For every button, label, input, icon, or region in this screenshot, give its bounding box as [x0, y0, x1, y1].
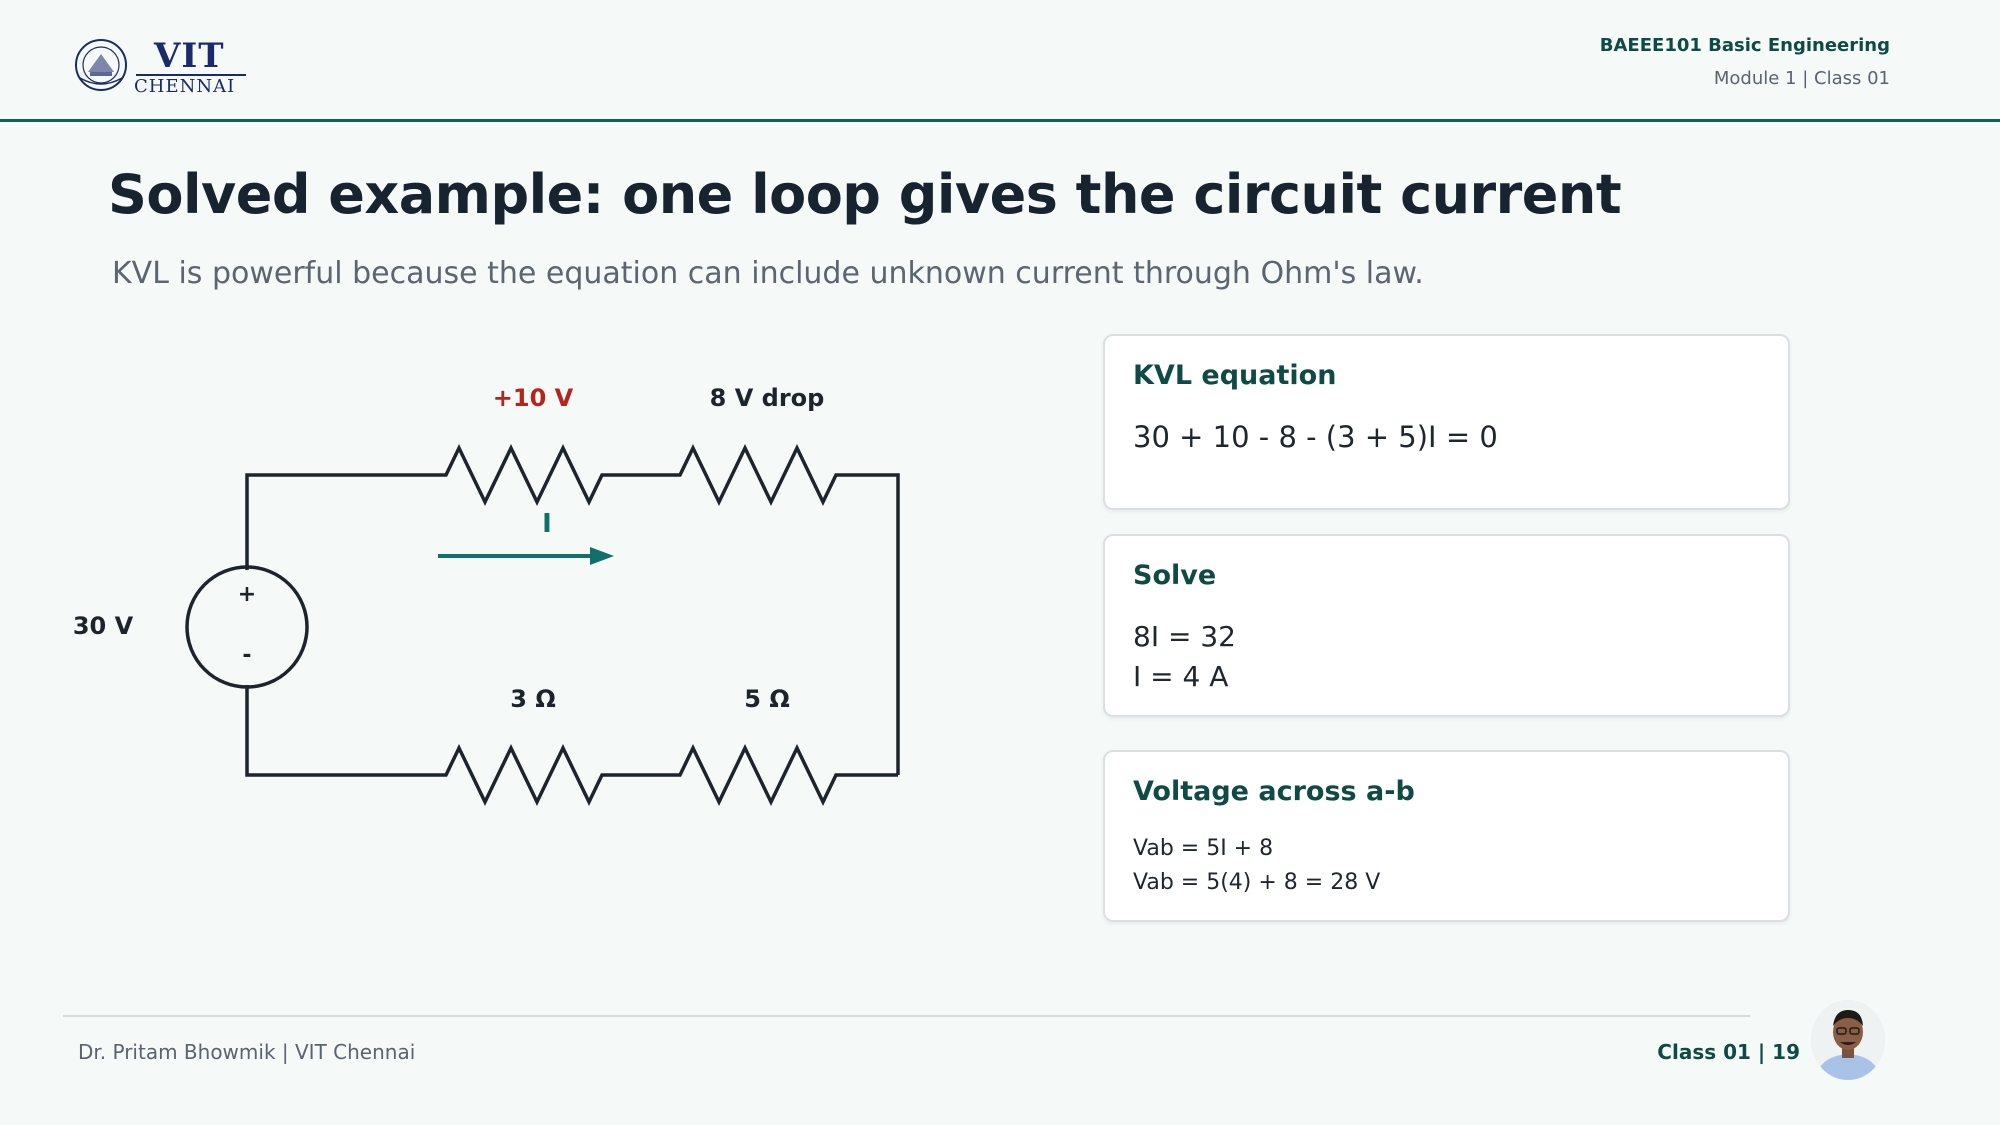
card-title: KVL equation	[1133, 360, 1337, 391]
voltage-source	[185, 565, 309, 689]
slide-subtitle: KVL is powerful because the equation can…	[112, 256, 1424, 291]
header-divider	[0, 119, 2000, 122]
bottom-right-resistor-label: 5 Ω	[744, 685, 789, 713]
vit-chennai-logo: VIT CHENNAI	[74, 36, 254, 97]
current-label: I	[542, 509, 552, 539]
card-line: 30 + 10 - 8 - (3 + 5)I = 0	[1133, 420, 1498, 454]
logo-divider	[136, 74, 246, 76]
card-line: I = 4 A	[1133, 660, 1229, 693]
course-code: BAEEE101 Basic Engineering	[1599, 35, 1890, 56]
circuit-diagram: + - 30 V +10 V 8 V drop I 3 Ω 5 Ω	[73, 384, 900, 807]
top-left-resistor-label: +10 V	[493, 384, 574, 412]
card-line: Vab = 5I + 8	[1133, 836, 1274, 861]
card-title: Solve	[1133, 560, 1217, 591]
current-arrow-head	[590, 547, 614, 565]
top-wire	[245, 443, 900, 775]
voltage-ab-card: Voltage across a-b Vab = 5I + 8 Vab = 5(…	[1103, 750, 1790, 922]
slide-title: Solved example: one loop gives the circu…	[108, 163, 1622, 226]
footer-divider	[63, 1015, 1750, 1017]
source-plus-sign: +	[238, 582, 256, 607]
presenter-photo-icon	[1811, 1000, 1885, 1080]
source-minus-sign: -	[242, 643, 251, 668]
card-line: Vab = 5(4) + 8 = 28 V	[1133, 870, 1381, 895]
footer-author: Dr. Pritam Bhowmik | VIT Chennai	[78, 1040, 416, 1064]
source-voltage-label: 30 V	[73, 612, 134, 640]
logo-chennai-text: CHENNAI	[134, 76, 236, 97]
card-line: 8I = 32	[1133, 620, 1236, 653]
card-title: Voltage across a-b	[1133, 776, 1415, 807]
module-class: Module 1 | Class 01	[1713, 68, 1890, 89]
logo-vit-text: VIT	[154, 36, 225, 76]
solve-card: Solve 8I = 32 I = 4 A	[1103, 534, 1790, 717]
kvl-equation-card: KVL equation 30 + 10 - 8 - (3 + 5)I = 0	[1103, 334, 1790, 510]
footer-page-number: Class 01 | 19	[1657, 1040, 1800, 1064]
top-right-resistor-label: 8 V drop	[710, 384, 825, 412]
bottom-left-resistor-label: 3 Ω	[510, 685, 555, 713]
presenter-avatar	[1811, 1000, 1885, 1080]
bottom-wire	[245, 685, 898, 807]
vit-seal-icon	[75, 39, 127, 91]
